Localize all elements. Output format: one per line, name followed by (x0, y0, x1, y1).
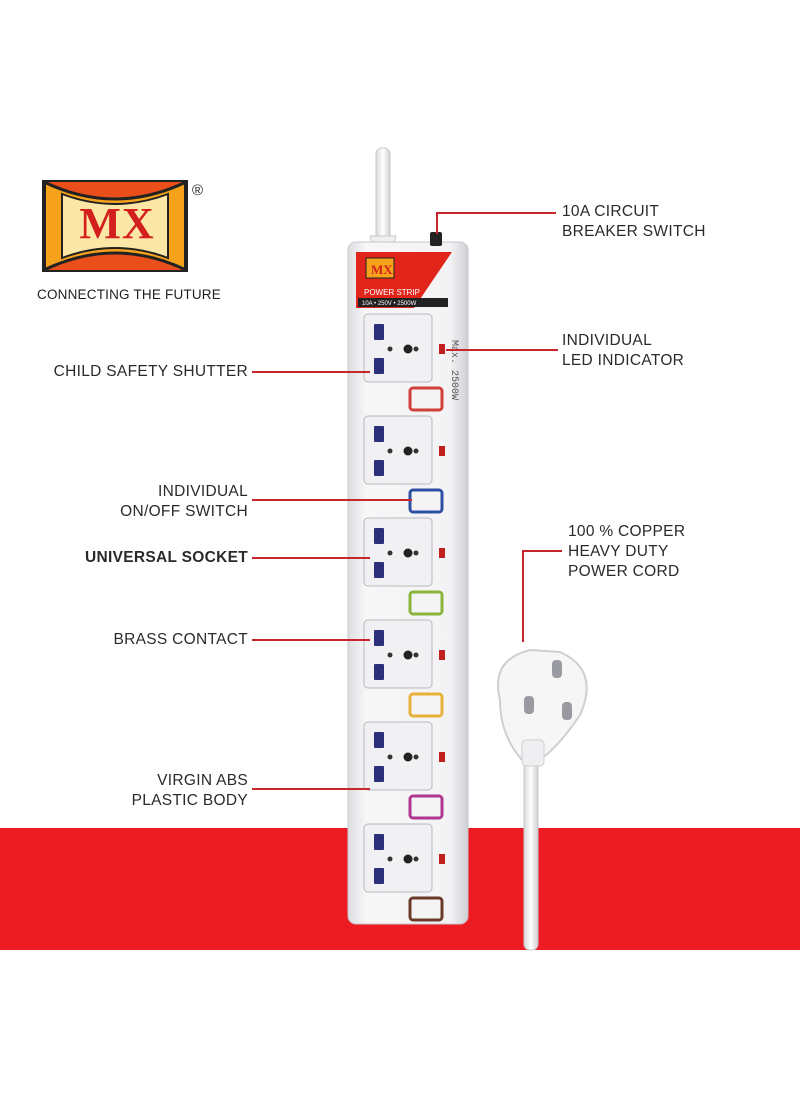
logo-wordmark: MX (79, 199, 155, 248)
socket-hole (403, 650, 413, 660)
brand-tagline: CONNECTING THE FUTURE (37, 287, 221, 302)
socket-slot (374, 460, 384, 476)
socket-slot (374, 562, 384, 578)
leader-line (252, 788, 370, 790)
socket-slot (374, 324, 384, 340)
socket-slot (374, 630, 384, 646)
panel-specs: 10A • 250V • 2500W (362, 301, 417, 307)
socket-hole (387, 448, 393, 454)
socket-slot (374, 528, 384, 544)
socket-hole (403, 854, 413, 864)
onoff-switch (408, 794, 444, 820)
plug-pin (524, 696, 534, 714)
side-text: Max. 2500W (448, 340, 459, 400)
socket-slot (374, 358, 384, 374)
leader-line (436, 212, 438, 234)
breaker-button (430, 232, 442, 246)
leader-line (252, 557, 370, 559)
led-indicator (439, 854, 445, 864)
socket-hole (387, 550, 393, 556)
panel-title: POWER STRIP (364, 288, 420, 297)
led-indicator (439, 446, 445, 456)
socket-hole (403, 752, 413, 762)
socket-hole (387, 856, 393, 862)
registered-mark: ® (192, 182, 204, 199)
plug-pin (552, 660, 562, 678)
mx-logo (42, 180, 188, 272)
callout-led-indicator: INDIVIDUAL LED INDICATOR (562, 332, 685, 369)
socket-slot (374, 664, 384, 680)
callout-child-safety-shutter: CHILD SAFETY SHUTTER (53, 363, 248, 380)
leader-line (252, 499, 412, 501)
led-indicator (439, 752, 445, 762)
callout-universal-socket: UNIVERSAL SOCKET (85, 549, 248, 566)
callout-brass-contact: BRASS CONTACT (113, 631, 248, 648)
onoff-switch (408, 386, 444, 412)
socket-hole (413, 448, 419, 454)
socket-hole (403, 446, 413, 456)
leader-line (252, 371, 370, 373)
led-indicator (439, 344, 445, 354)
socket-hole (413, 346, 419, 352)
bottom-cord (523, 759, 539, 951)
onoff-switch (408, 692, 444, 718)
socket-slot (374, 732, 384, 748)
socket-hole (413, 754, 419, 760)
led-indicator (439, 548, 445, 558)
callout-breaker-switch: 10A CIRCUIT BREAKER SWITCH (562, 203, 706, 240)
callout-abs-body: VIRGIN ABS PLASTIC BODY (131, 772, 248, 809)
socket-hole (387, 346, 393, 352)
socket-slot (374, 868, 384, 884)
socket-slot (374, 834, 384, 850)
callout-onoff-switch: INDIVIDUAL ON/OFF SWITCH (120, 483, 248, 520)
socket-slot (374, 766, 384, 782)
panel-brand: MX (371, 262, 393, 277)
leader-line (522, 550, 562, 552)
top-cord (375, 147, 391, 245)
callout-power-cord: 100 % COPPER HEAVY DUTY POWER CORD (568, 523, 686, 580)
socket-hole (387, 652, 393, 658)
socket-hole (387, 754, 393, 760)
led-indicator (439, 650, 445, 660)
socket-hole (403, 548, 413, 558)
leader-line (252, 639, 370, 641)
socket-hole (413, 856, 419, 862)
socket-hole (413, 550, 419, 556)
plug-body (497, 648, 588, 761)
socket-hole (413, 652, 419, 658)
socket-slot (374, 426, 384, 442)
panel-logo-box (365, 257, 395, 279)
plug-pin (562, 702, 572, 720)
leader-line (522, 550, 524, 642)
leader-line (436, 212, 556, 214)
leader-line (446, 349, 558, 351)
socket-hole (403, 344, 413, 354)
onoff-switch (408, 590, 444, 616)
onoff-switch (408, 896, 444, 922)
onoff-switch (408, 488, 444, 514)
